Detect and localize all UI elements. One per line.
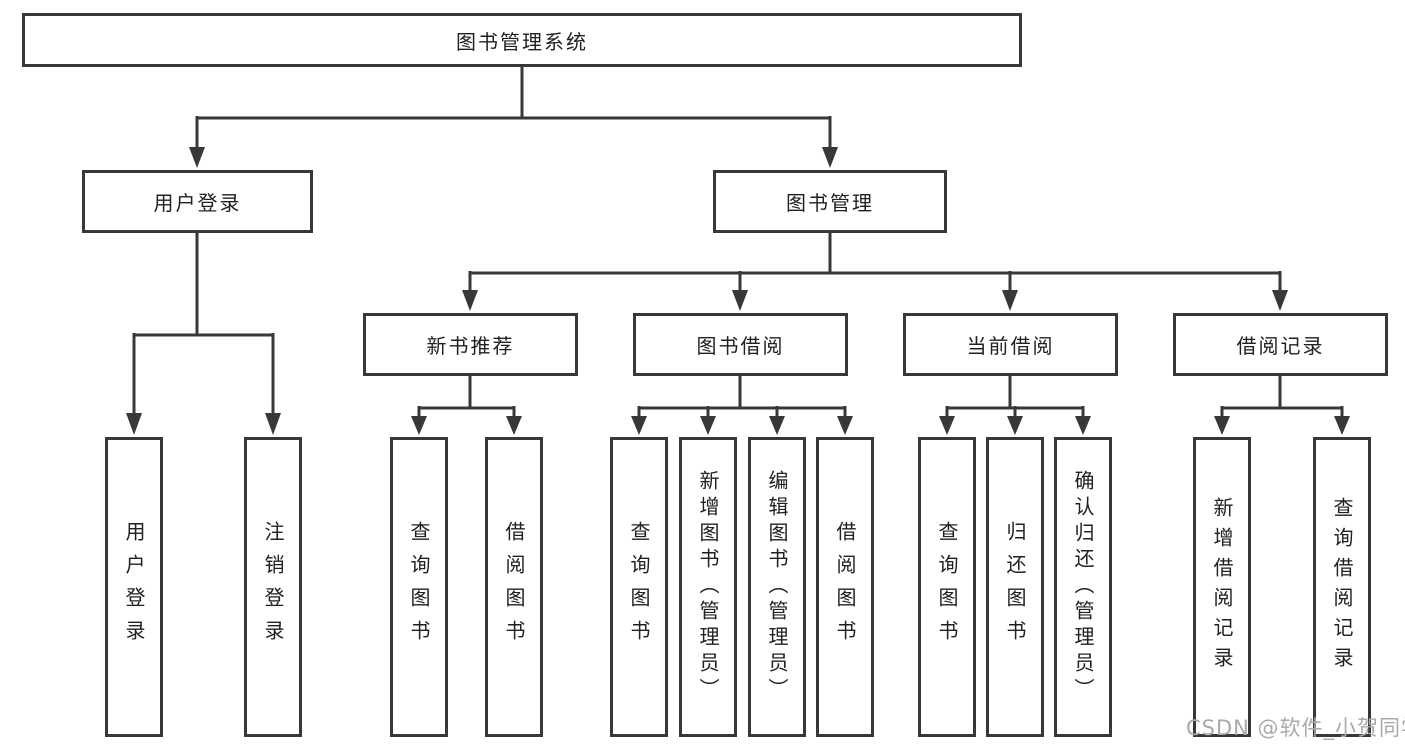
leaf-borrow-books-borrow: 借阅图书 <box>816 437 874 737</box>
node-system-root: 图书管理系统 <box>22 13 1022 67</box>
node-book-management: 图书管理 <box>713 170 947 233</box>
leaf-add-borrow-record: 新增借阅记录 <box>1193 437 1251 737</box>
leaf-confirm-return-admin: 确认归还（管理员） <box>1054 437 1112 737</box>
connector-book-mgmt-to-level3 <box>462 232 1288 311</box>
connector-borrow-record-to-leaves <box>1214 375 1350 435</box>
leaf-return-book: 归还图书 <box>986 437 1044 737</box>
leaf-query-borrow-record: 查询借阅记录 <box>1313 437 1371 737</box>
node-book-borrow: 图书借阅 <box>633 313 848 376</box>
connector-new-book-to-leaves <box>411 375 522 435</box>
watermark: CSDN @软件_小贺同学 <box>1186 716 1405 740</box>
connector-current-borrow-to-leaves <box>939 375 1091 435</box>
node-new-book-recommend: 新书推荐 <box>363 313 578 376</box>
node-borrow-record: 借阅记录 <box>1173 313 1388 376</box>
connector-user-login-to-leaves <box>126 232 281 435</box>
node-current-borrow: 当前借阅 <box>903 313 1118 376</box>
leaf-edit-book-admin: 编辑图书（管理员） <box>748 437 806 737</box>
leaf-logout: 注销登录 <box>244 437 302 737</box>
connector-book-borrow-to-leaves <box>631 375 853 435</box>
leaf-query-books-newbook: 查询图书 <box>390 437 448 737</box>
leaf-borrow-books-newbook: 借阅图书 <box>485 437 543 737</box>
node-user-login: 用户登录 <box>82 170 313 233</box>
leaf-query-books-current: 查询图书 <box>918 437 976 737</box>
leaf-user-login: 用户登录 <box>105 437 163 737</box>
leaf-query-books-borrow: 查询图书 <box>610 437 668 737</box>
connector-root-to-level2 <box>189 67 838 168</box>
leaf-add-book-admin: 新增图书（管理员） <box>679 437 737 737</box>
